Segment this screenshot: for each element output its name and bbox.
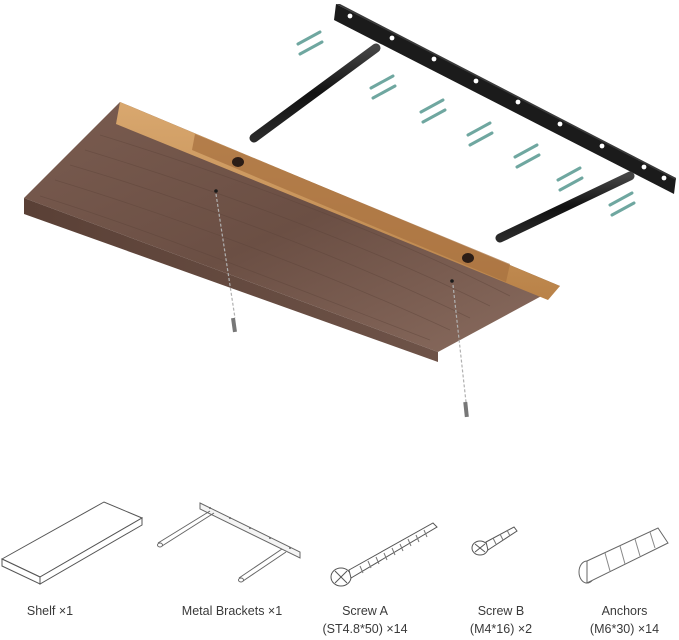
part-label-line1: Anchors <box>601 604 648 618</box>
part-shelf-icon <box>0 501 144 585</box>
part-label-screw-b: Screw B (M4*16) ×2 <box>456 602 546 638</box>
screw-b-guides <box>215 193 467 403</box>
screw-b-exploded <box>231 317 469 418</box>
part-label-line2: (M6*30) ×14 <box>589 622 660 636</box>
part-label-anchors: Anchors (M6*30) ×14 <box>570 602 679 638</box>
part-label-shelf: Shelf ×1 <box>0 602 100 620</box>
shelf-wood <box>24 102 560 362</box>
part-label-line1: Shelf ×1 <box>26 604 74 618</box>
part-label-line1: Screw B <box>477 604 525 618</box>
part-label-line1: Metal Brackets ×1 <box>181 604 283 618</box>
part-label-line1: Screw A <box>342 604 388 618</box>
bracket-hole <box>462 253 474 263</box>
part-screw-a-icon <box>330 522 438 587</box>
bracket-hole <box>232 157 244 167</box>
part-label-line2: (M4*16) ×2 <box>469 622 533 636</box>
part-anchor-icon <box>578 527 669 584</box>
part-label-line2: (ST4.8*50) ×14 <box>322 622 408 636</box>
part-screw-b-icon <box>471 526 518 556</box>
part-label-screw-a: Screw A (ST4.8*50) ×14 <box>310 602 420 638</box>
part-brackets-icon <box>157 502 301 583</box>
metal-bracket <box>249 4 676 243</box>
part-label-brackets: Metal Brackets ×1 <box>162 602 302 620</box>
screw-a-set <box>296 30 636 217</box>
